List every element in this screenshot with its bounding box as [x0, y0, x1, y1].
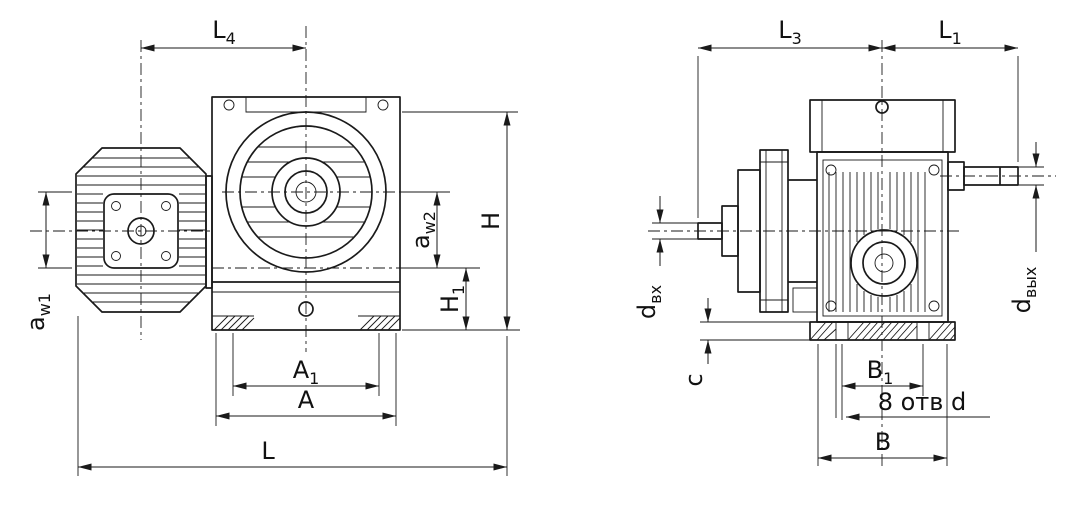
dim-label-d-in: dвх	[633, 285, 665, 319]
dim-label-d-out: dвых	[1008, 267, 1040, 314]
dim-L: L	[77, 316, 508, 476]
dim-label-H: H	[477, 212, 505, 230]
base-hatching	[809, 321, 956, 341]
dim-label-L3: L3	[778, 16, 802, 48]
dim-label-A: A	[298, 386, 315, 414]
dim-aw2: aw2	[402, 191, 480, 269]
cooling-fins	[77, 157, 205, 303]
front-view: L4 aw1 aw2 H1 H A1	[22, 16, 520, 476]
dim-label-B: B	[875, 428, 891, 456]
holes-note-label: 8 отв d	[878, 388, 967, 416]
foot-hatching	[212, 315, 401, 331]
dim-c: c	[680, 298, 810, 387]
callout-holes: 8 отв d	[846, 388, 990, 421]
dim-label-H1: H1	[436, 285, 468, 313]
dim-L1: L1	[882, 16, 1019, 162]
dim-label-A1: A1	[293, 356, 320, 388]
vertical-fins	[828, 172, 926, 312]
output-shaft	[947, 161, 1019, 191]
dim-A: A	[215, 333, 397, 426]
side-centerlines	[648, 40, 1056, 470]
dim-H1: H1	[402, 268, 520, 331]
input-shaft-assembly	[697, 149, 818, 313]
dim-label-aw1: aw1	[22, 293, 54, 331]
dim-H: H	[402, 111, 518, 330]
dim-label-L4: L4	[212, 16, 236, 48]
dim-label-B1: B1	[867, 356, 894, 388]
dim-label-L1: L1	[938, 16, 962, 48]
dim-label-c: c	[680, 373, 708, 386]
first-stage-housing	[75, 147, 213, 313]
side-view: L3 L1 dвх c dвых B1	[633, 16, 1056, 470]
dim-aw1: aw1	[22, 191, 72, 331]
dim-label-L: L	[261, 437, 275, 465]
dim-label-aw2: aw2	[407, 211, 439, 249]
dim-A1: A1	[232, 333, 380, 396]
dim-B: B	[817, 344, 948, 466]
dim-d-in: dвх	[633, 196, 700, 319]
base-plate	[809, 321, 956, 341]
dim-B1: B1	[835, 344, 924, 420]
dim-L4: L4	[141, 16, 306, 52]
housing-ribs	[242, 146, 370, 238]
front-centerlines	[30, 26, 450, 352]
dim-d-out: dвых	[1008, 142, 1044, 313]
dim-L3: L3	[697, 16, 882, 218]
reducer-body-side	[809, 99, 956, 323]
